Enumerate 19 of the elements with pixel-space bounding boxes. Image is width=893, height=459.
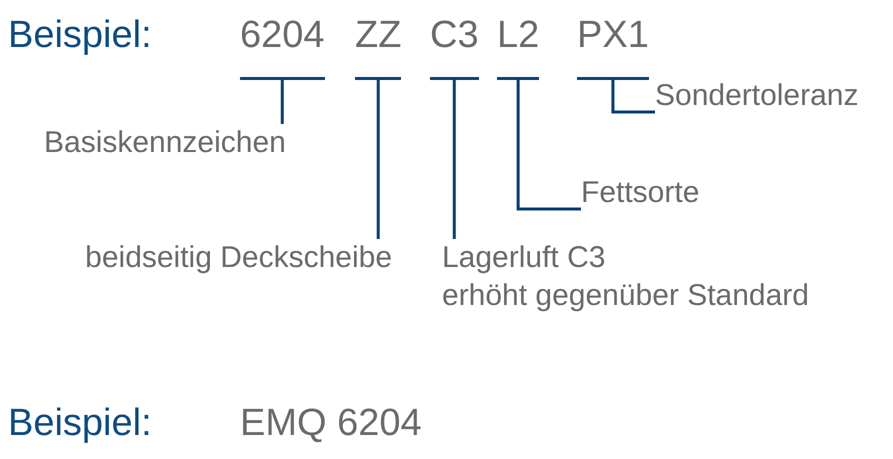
designation-code: ZZ — [355, 14, 402, 80]
designation-code: C3 — [430, 14, 479, 80]
designation-code: PX1 — [577, 14, 649, 80]
callout-text: Sondertoleranz — [655, 77, 858, 115]
callout-text: erhöht gegenüber Standard — [442, 278, 809, 314]
leader-line — [376, 80, 380, 239]
leader-line — [516, 80, 581, 210]
leader-line — [611, 80, 655, 114]
designation-code: 6204 — [240, 14, 325, 80]
example-label: Beispiel: — [8, 402, 152, 444]
example-label: Beispiel: — [8, 14, 152, 56]
callout-text: beidseitig Deckscheibe — [85, 239, 392, 277]
leader-line — [280, 80, 284, 124]
callout-text: Basiskennzeichen — [44, 124, 286, 162]
designation-code: EMQ 6204 — [240, 402, 422, 444]
designation-code: L2 — [497, 14, 540, 80]
callout-text: Fettsorte — [581, 174, 700, 212]
leader-line — [452, 80, 456, 239]
callout-text: Lagerluft C3 — [442, 240, 606, 276]
